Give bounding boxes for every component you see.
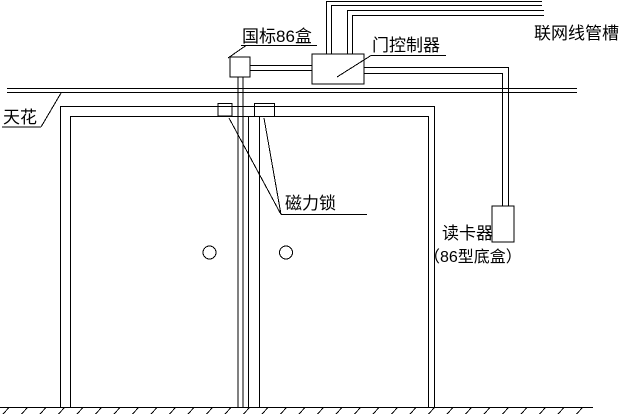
card-reader-box — [491, 205, 515, 243]
ground-hatch-tick — [391, 406, 399, 415]
ground-hatch-tick — [169, 406, 177, 415]
reader-conduit-inner — [364, 73, 503, 206]
network-conduit-label: 联网线管槽 — [534, 24, 619, 43]
reader-conduit-outer — [364, 67, 509, 206]
ground-hatch-tick — [95, 406, 103, 415]
ground-hatch-tick — [2, 406, 10, 415]
ground-hatch-tick — [576, 406, 584, 415]
network-conduit-2-inner — [352, 15, 544, 54]
ground-hatch-tick — [132, 406, 140, 415]
ground-hatch-tick — [502, 406, 510, 415]
door-controller-box — [311, 53, 365, 85]
ground-hatch-tick — [520, 406, 528, 415]
ground-hatch-tick — [354, 406, 362, 415]
ground-hatch-tick — [409, 406, 417, 415]
ground-hatch-tick — [187, 406, 195, 415]
ground-hatch-tick — [446, 406, 454, 415]
network-conduit-1-outer — [326, 1, 542, 54]
box-to-controller-conduit — [250, 65, 312, 71]
controller-leader — [336, 55, 372, 78]
ground-hatch-tick — [206, 406, 214, 415]
card-reader-label: 读卡器 — [442, 224, 493, 243]
network-conduit-2-outer — [347, 10, 544, 54]
ground-hatch-tick — [39, 406, 47, 415]
door-knob-left — [202, 245, 217, 260]
ground-hatch-tick — [465, 406, 473, 415]
box86-leader — [227, 45, 247, 59]
network-conduit-1-inner — [331, 5, 542, 54]
ground-hatch-tick — [150, 406, 158, 415]
standard-86-box-label: 国标86盒 — [242, 27, 312, 46]
controller-to-reader-conduit — [364, 67, 509, 206]
ground-hatch-tick — [21, 406, 29, 415]
diagram-linework — [0, 1, 593, 415]
ground-hatch-tick — [113, 406, 121, 415]
ceiling-label: 天花 — [3, 108, 37, 127]
leader-lines — [2, 45, 446, 215]
ground-hatch-tick — [261, 406, 269, 415]
ground-hatch-tick — [76, 406, 84, 415]
ground-hatch-tick — [58, 406, 66, 415]
ground-hatching — [2, 406, 584, 415]
diagram-labels: 天花 国标86盒 门控制器 联网线管槽 磁力锁 读卡器 （86型底盒） — [3, 24, 619, 266]
ground-hatch-tick — [483, 406, 491, 415]
ground-hatch-tick — [557, 406, 565, 415]
door-controller-label: 门控制器 — [372, 36, 440, 55]
door-frame — [60, 106, 435, 407]
standard-86-box — [229, 56, 251, 78]
door-knob-right — [279, 245, 293, 260]
ground-hatch-tick — [428, 406, 436, 415]
door-frame-outer — [60, 106, 435, 407]
lock-leader-right — [263, 117, 282, 215]
door-leaf-edges — [248, 116, 260, 407]
box-drop-conduit — [237, 77, 244, 407]
ground-hatch-tick — [224, 406, 232, 415]
ground-hatch-tick — [372, 406, 380, 415]
ground-hatch-tick — [243, 406, 251, 415]
reader-bottom-box-label: （86型底盒） — [424, 248, 522, 266]
ground-hatch-tick — [280, 406, 288, 415]
magnetic-lock-right — [254, 103, 275, 117]
ceiling-lines — [7, 88, 577, 93]
magnetic-lock-left — [217, 103, 233, 117]
door-frame-inner — [70, 116, 429, 407]
magnetic-locks — [217, 103, 275, 117]
lock-leader-left — [228, 117, 282, 215]
ceiling-leader — [40, 92, 62, 128]
magnetic-lock-label: 磁力锁 — [285, 194, 336, 213]
ground-hatch-tick — [539, 406, 547, 415]
ground-hatch-tick — [335, 406, 343, 415]
ground-hatch-tick — [298, 406, 306, 415]
ground-hatch-tick — [317, 406, 325, 415]
network-conduit-lines — [326, 1, 544, 54]
